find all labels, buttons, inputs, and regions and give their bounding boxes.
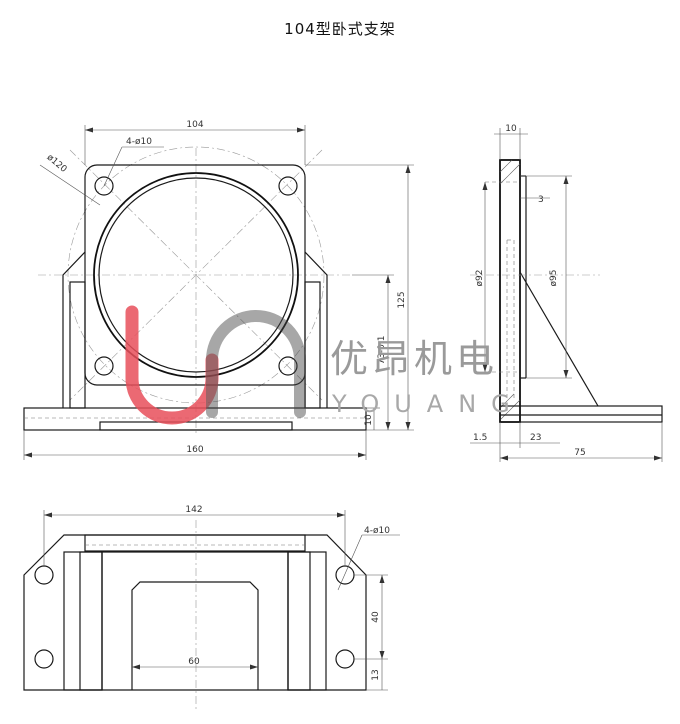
dim-height-125: 125: [397, 291, 407, 308]
dim-base-10: 10: [364, 414, 374, 426]
dim-bore-95: ø95: [549, 270, 559, 287]
dim-step-3: 3: [538, 195, 544, 205]
dim-edge-13: 13: [371, 669, 381, 680]
mount-hole-bl: [94, 356, 114, 376]
side-view: [470, 128, 663, 462]
mount-hole-tr: [278, 176, 298, 196]
dim-width-104: 104: [186, 120, 203, 130]
top-view: [23, 510, 400, 710]
dim-width-160: 160: [186, 445, 203, 455]
mount-hole-br: [278, 356, 298, 376]
dim-length-75: 75: [574, 448, 585, 458]
side-base: [499, 405, 663, 423]
dim-center-73: 73-0.1: [377, 335, 387, 364]
top-hole-tl: [34, 565, 54, 585]
mount-hole-tl: [94, 176, 114, 196]
watermark-en: YOUANG: [331, 390, 525, 418]
dim-holes-front: 4-ø10: [126, 137, 152, 147]
drawing-title: 104型卧式支架: [284, 20, 396, 38]
top-hole-tr: [335, 565, 355, 585]
dim-web-23: 23: [530, 433, 541, 443]
top-hole-br: [335, 649, 355, 669]
top-slot: [131, 581, 259, 690]
dim-holes-top: 4-ø10: [364, 526, 390, 536]
pcd-circle: [67, 146, 325, 404]
front-view: [23, 125, 414, 460]
flange-plate: [84, 164, 306, 386]
dim-offset-1-5: 1.5: [473, 433, 487, 443]
watermark-logo: [125, 305, 306, 425]
top-hole-bl: [34, 649, 54, 669]
dim-slot-60: 60: [188, 657, 200, 667]
dim-pcd: ø120: [45, 153, 69, 175]
dim-overall-142: 142: [185, 505, 202, 515]
dim-pitch-40: 40: [371, 611, 381, 623]
dim-flange-10: 10: [505, 124, 517, 134]
dim-bore-92: ø92: [475, 270, 485, 287]
side-flange: [499, 159, 521, 423]
main-bore: [93, 172, 299, 378]
top-outline: [23, 534, 367, 691]
watermark-cn: 优昂机电: [330, 337, 498, 381]
